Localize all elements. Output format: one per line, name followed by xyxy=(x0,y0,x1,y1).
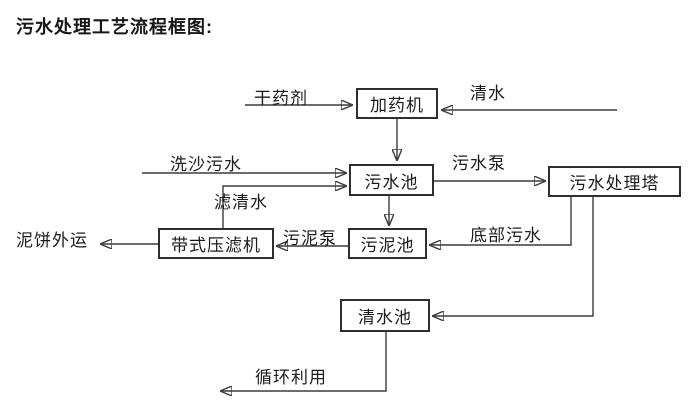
node-sludge-pool: 污泥池 xyxy=(348,228,427,259)
arrow-filtered-water-to-sewage-pool xyxy=(222,186,346,228)
flow-label-sludge-pump: 污泥泵 xyxy=(283,229,337,248)
flow-label-sand-washing-sewage: 洗沙污水 xyxy=(170,155,242,174)
flow-label-clean-water: 清水 xyxy=(470,84,506,103)
flow-label-recycle-use: 循环利用 xyxy=(255,368,327,387)
flow-label-dry-agent: 干药剂 xyxy=(254,89,308,108)
arrow-tower-to-clean-pool xyxy=(433,197,594,316)
arrow-clean-pool-to-recycle xyxy=(221,332,387,391)
node-treatment-tower: 污水处理塔 xyxy=(548,166,681,197)
node-dosing-machine: 加药机 xyxy=(356,88,438,119)
arrow-bottom-sewage-to-sludge-pool xyxy=(430,197,572,245)
node-clean-water-pool: 清水池 xyxy=(340,299,430,332)
node-sewage-pool: 污水池 xyxy=(349,164,434,196)
flow-label-bottom-sewage: 底部污水 xyxy=(470,226,542,245)
diagram-title: 污水处理工艺流程框图: xyxy=(16,17,213,37)
node-belt-filter-press: 带式压滤机 xyxy=(158,228,274,259)
flow-label-sewage-pump: 污水泵 xyxy=(452,154,506,173)
flow-label-mud-cake-outbound: 泥饼外运 xyxy=(16,231,88,250)
flow-label-filtered-water: 滤清水 xyxy=(214,193,268,212)
